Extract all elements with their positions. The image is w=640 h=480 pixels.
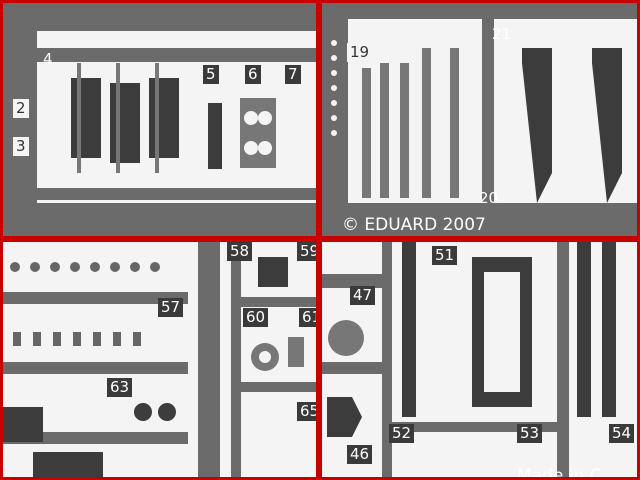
label-65: 65	[297, 402, 316, 421]
label-47: 47	[350, 286, 376, 305]
panel-top-right: 19 21 20 © EDUARD 2007	[322, 3, 637, 236]
label-53: 53	[517, 424, 543, 443]
label-21: 21	[492, 25, 512, 43]
label-59: 59	[297, 242, 316, 261]
label-2: 2	[13, 99, 29, 118]
label-54: 54	[609, 424, 635, 443]
label-6: 6	[245, 65, 261, 84]
label-61: 61	[299, 308, 316, 327]
label-51: 51	[432, 246, 458, 265]
copyright-mark: © EDUARD 2007	[342, 215, 486, 235]
label-4: 4	[43, 50, 53, 68]
fret-parts-46-54	[322, 242, 616, 477]
panel-bottom-left: 57 58 59 60 61 63 65	[3, 242, 316, 477]
label-5: 5	[203, 65, 219, 84]
fret-parts-57-65	[3, 242, 316, 477]
label-46: 46	[347, 445, 373, 464]
label-58: 58	[227, 242, 253, 261]
label-52: 52	[389, 424, 415, 443]
panel-bottom-right: 47 51 52 53 54 46 Made in C	[322, 242, 637, 477]
label-20: 20	[479, 189, 499, 207]
label-19: 19	[347, 43, 373, 62]
label-63: 63	[107, 378, 133, 397]
label-60: 60	[243, 308, 269, 327]
label-57: 57	[158, 298, 184, 317]
label-3: 3	[13, 137, 29, 156]
panel-top-left: 4 2 3 5 6 7	[3, 3, 316, 236]
made-in-text: Made in C	[517, 466, 602, 477]
fret-parts-4-7	[3, 3, 316, 236]
fret-parts-19-21	[322, 3, 637, 236]
label-7: 7	[285, 65, 301, 84]
